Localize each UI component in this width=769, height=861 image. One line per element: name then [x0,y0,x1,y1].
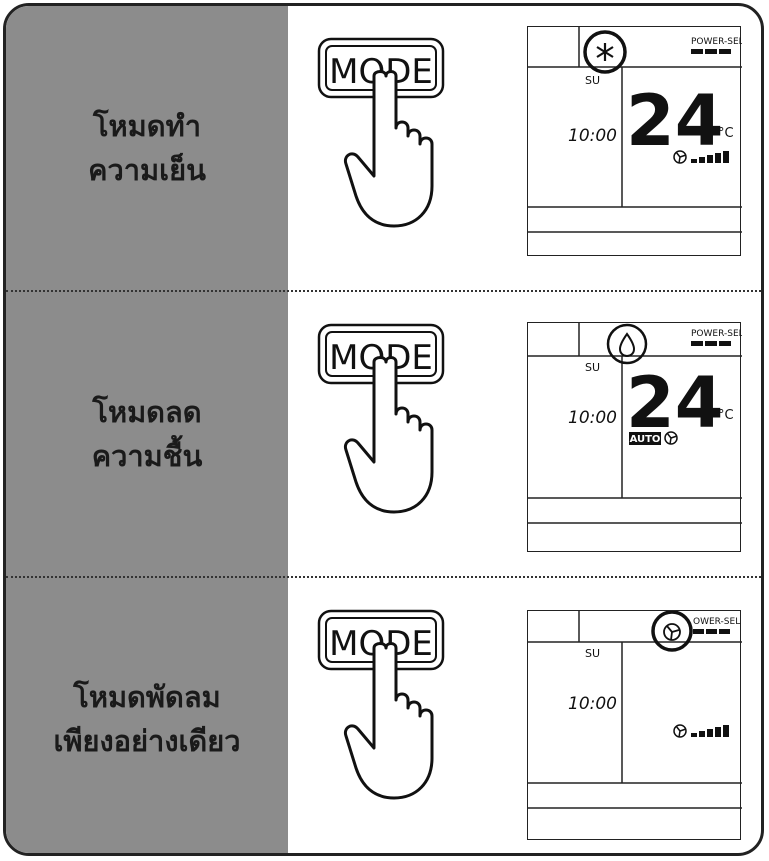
mode-button-illustration: MODE [316,322,456,532]
temperature-display: 24 [626,362,723,444]
instruction-card: โหมดทำ ความเย็น MODE POWER- [3,3,764,856]
snowflake-icon [596,43,614,61]
mode-label-line: ความชื้น [91,439,203,473]
mode-label-line: โหมดลด [92,395,202,429]
power-sel-indicator: OWER-SEL [693,617,740,627]
mode-row-dry: โหมดลด ความชื้น MODE POWER-SEL [6,292,761,576]
mode-label-line: โหมดทำ [92,109,202,143]
remote-display: OWER-SEL SU 10:00 [527,610,742,840]
label-column [6,6,288,853]
fan-icon [663,623,681,641]
mode-label-fan: โหมดพัดลม เพียงอย่างเดียว [6,578,288,853]
mode-button-illustration: MODE [316,36,456,246]
mode-row-cool: โหมดทำ ความเย็น MODE POWER- [6,6,761,290]
temperature-unit: °C [718,408,734,423]
clock-display: 10:00 [568,126,617,146]
droplet-icon [618,332,636,358]
temperature-display: 24 [626,80,723,162]
mode-button-illustration: MODE [316,608,456,818]
fan-auto-badge: AUTO [630,434,661,445]
mode-label-dry: โหมดลด ความชื้น [6,292,288,576]
fan-icon [673,724,687,738]
pointing-hand-icon [343,70,434,228]
row-divider [6,576,761,578]
clock-display: 10:00 [568,694,617,714]
mode-row-fan: โหมดพัดลม เพียงอย่างเดียว MODE [6,578,761,853]
temperature-unit: °C [718,126,734,141]
remote-display: POWER-SEL SU 10:00 24 °C [527,26,742,256]
clock-display: 10:00 [568,408,617,428]
mode-label-cool: โหมดทำ ความเย็น [6,6,288,290]
fan-icon [673,150,687,164]
mode-label-line: โหมดพัดลม [73,679,221,714]
day-indicator: SU [585,647,600,660]
mode-label-line: เพียงอย่างเดียว [53,723,241,758]
pointing-hand-icon [343,356,434,514]
row-divider [6,290,761,292]
fan-icon [664,431,678,445]
mode-label-line: ความเย็น [88,153,206,187]
power-sel-indicator: POWER-SEL [691,329,742,339]
remote-display: POWER-SEL SU 10:00 24 °C AUTO [527,322,742,552]
pointing-hand-icon [343,642,434,800]
day-indicator: SU [585,361,600,374]
power-sel-indicator: POWER-SEL [691,37,742,47]
day-indicator: SU [585,74,600,87]
